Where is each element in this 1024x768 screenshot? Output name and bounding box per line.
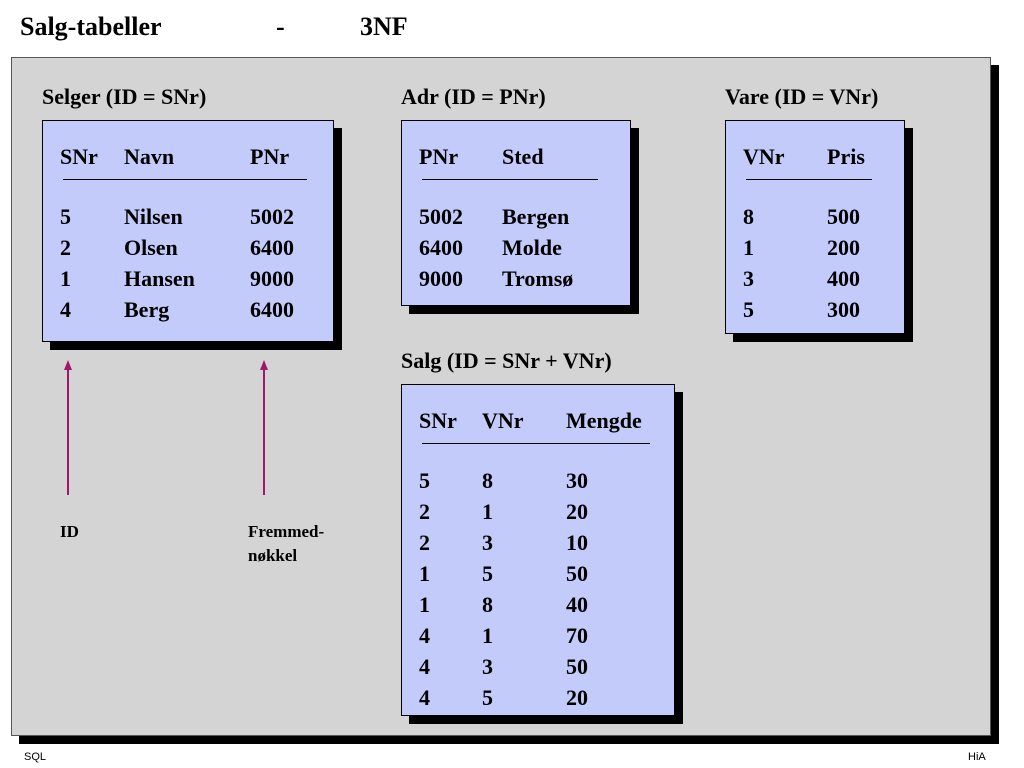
salg-cell-r0-c1: 8 xyxy=(482,468,493,493)
selger-cell-r0-c2: 5002 xyxy=(250,204,294,229)
id-arrow-head-icon xyxy=(64,360,72,370)
page-title-text: Salg-tabeller xyxy=(20,12,162,41)
adr-header-0: PNr xyxy=(419,144,459,169)
vare-cell-r1-c1: 200 xyxy=(827,235,860,260)
adr-cell-r2-c0: 9000 xyxy=(419,266,463,291)
salg-cell-r6-c0: 4 xyxy=(419,654,430,679)
vare-header-rule xyxy=(746,179,872,180)
page-title: Salg-tabeller - 3NF xyxy=(20,12,408,132)
salg-cell-r5-c0: 4 xyxy=(419,623,430,648)
selger-cell-r0-c0: 5 xyxy=(60,204,71,229)
vare-cell-r3-c1: 300 xyxy=(827,297,860,322)
selger-cell-r1-c2: 6400 xyxy=(250,235,294,260)
vare-header-0: VNr xyxy=(743,144,785,169)
fk-arrow-line xyxy=(263,368,265,495)
page-title-dash: - xyxy=(276,12,285,41)
adr-cell-r2-c1: Tromsø xyxy=(502,266,574,291)
salg-cell-r1-c1: 1 xyxy=(482,499,493,524)
selger-cell-r1-c1: Olsen xyxy=(124,235,178,260)
salg-cell-r0-c2: 30 xyxy=(566,468,588,493)
salg-cell-r3-c0: 1 xyxy=(419,561,430,586)
salg-header-2: Mengde xyxy=(566,408,642,433)
salg-cell-r7-c2: 20 xyxy=(566,685,588,710)
selger-header-1: Navn xyxy=(124,144,175,169)
salg-cell-r0-c0: 5 xyxy=(419,468,430,493)
vare-cell-r1-c0: 1 xyxy=(743,235,754,260)
vare-cell-r0-c0: 8 xyxy=(743,204,754,229)
selger-caption: Selger (ID = SNr) xyxy=(42,84,207,109)
selger-header-0: SNr xyxy=(60,144,98,169)
salg-cell-r5-c2: 70 xyxy=(566,623,588,648)
id-label: ID xyxy=(60,522,79,541)
salg-cell-r7-c1: 5 xyxy=(482,685,493,710)
salg-cell-r1-c0: 2 xyxy=(419,499,430,524)
salg-cell-r6-c2: 50 xyxy=(566,654,588,679)
foreign-key-label-line2: nøkkel xyxy=(248,546,298,565)
salg-cell-r2-c1: 3 xyxy=(482,530,493,555)
salg-cell-r4-c1: 8 xyxy=(482,592,493,617)
salg-cell-r3-c2: 50 xyxy=(566,561,588,586)
adr-header-rule xyxy=(422,179,598,180)
salg-cell-r6-c1: 3 xyxy=(482,654,493,679)
selger-cell-r2-c0: 1 xyxy=(60,266,71,291)
adr-cell-r0-c1: Bergen xyxy=(502,204,570,229)
salg-header-1: VNr xyxy=(482,408,524,433)
fk-arrow-head-icon xyxy=(260,360,268,370)
adr-cell-r1-c1: Molde xyxy=(502,235,562,260)
selger-cell-r1-c0: 2 xyxy=(60,235,71,260)
vare-header-1: Pris xyxy=(827,144,865,169)
selger-cell-r2-c2: 9000 xyxy=(250,266,294,291)
salg-header-rule xyxy=(422,443,650,444)
salg-cell-r3-c1: 5 xyxy=(482,561,493,586)
salg-cell-r2-c2: 10 xyxy=(566,530,588,555)
salg-cell-r2-c0: 2 xyxy=(419,530,430,555)
salg-header-0: SNr xyxy=(419,408,457,433)
selger-cell-r0-c1: Nilsen xyxy=(124,204,183,229)
footer-right: HiA xyxy=(968,751,986,763)
adr-table: PNr Sted 5002 Bergen 6400 Molde 9000 Tromsø xyxy=(401,120,631,306)
vare-cell-r0-c1: 500 xyxy=(827,204,860,229)
selger-cell-r3-c1: Berg xyxy=(124,297,170,322)
vare-caption: Vare (ID = VNr) xyxy=(725,84,879,109)
selger-table: SNr Navn PNr 5 Nilsen 5002 2 Olsen 6400 1 Hansen 90… xyxy=(42,120,334,342)
selger-cell-r2-c1: Hansen xyxy=(124,266,195,291)
selger-header-2: PNr xyxy=(250,144,290,169)
salg-cell-r5-c1: 1 xyxy=(482,623,493,648)
foreign-key-label-line1: Fremmed- xyxy=(248,522,325,541)
salg-cell-r1-c2: 20 xyxy=(566,499,588,524)
vare-cell-r2-c1: 400 xyxy=(827,266,860,291)
adr-cell-r1-c0: 6400 xyxy=(419,235,463,260)
selger-cell-r3-c2: 6400 xyxy=(250,297,294,322)
vare-cell-r2-c0: 3 xyxy=(743,266,754,291)
salg-cell-r4-c0: 1 xyxy=(419,592,430,617)
adr-header-1: Sted xyxy=(502,144,544,169)
id-arrow-line xyxy=(67,368,69,495)
footer-left: SQL xyxy=(24,751,47,763)
vare-table: VNr Pris 8 500 1 200 3 400 5 300 xyxy=(725,120,905,334)
salg-caption: Salg (ID = SNr + VNr) xyxy=(401,348,612,373)
vare-cell-r3-c0: 5 xyxy=(743,297,754,322)
salg-cell-r4-c2: 40 xyxy=(566,592,588,617)
page-title-normal-form: 3NF xyxy=(360,12,408,41)
salg-cell-r7-c0: 4 xyxy=(419,685,430,710)
selger-header-rule xyxy=(63,179,307,180)
adr-cell-r0-c0: 5002 xyxy=(419,204,463,229)
adr-caption: Adr (ID = PNr) xyxy=(401,84,546,109)
selger-cell-r3-c0: 4 xyxy=(60,297,71,322)
